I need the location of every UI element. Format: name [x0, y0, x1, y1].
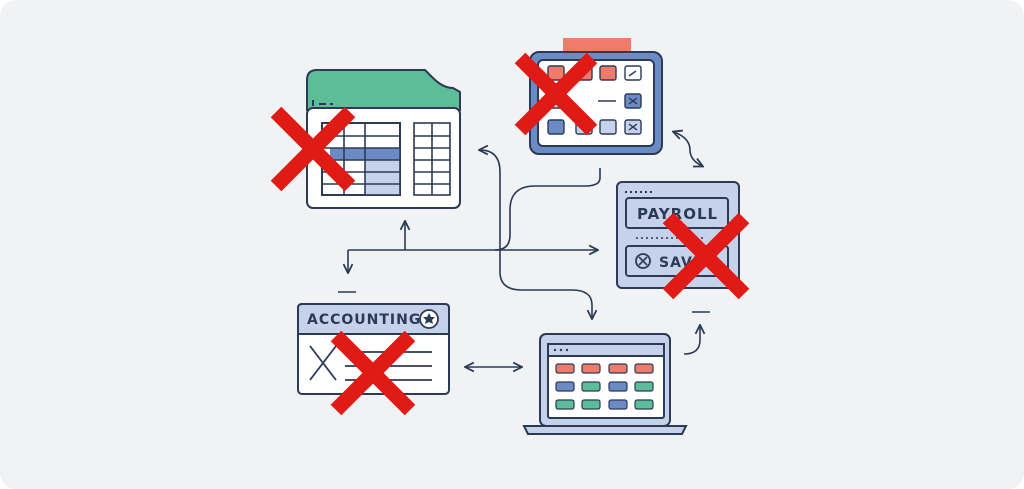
accounting-title: ACCOUNTING — [307, 312, 421, 328]
red-x-cross — [270, 52, 750, 416]
arrow-from-calculator — [494, 168, 601, 251]
red-x-calculator — [514, 52, 598, 136]
arrow-calculator-payroll — [674, 132, 702, 166]
red-x-payroll — [662, 212, 750, 300]
red-x-spreadsheet — [270, 106, 356, 192]
laptop-icon — [522, 333, 688, 435]
connector-arrows — [338, 132, 710, 367]
arrow-spreadsheet-laptop — [480, 150, 592, 318]
payroll-title: PAYROLL — [637, 205, 718, 223]
calculator-icon — [529, 38, 663, 155]
arrow-laptop-payroll — [683, 326, 700, 355]
red-x-accounting — [330, 330, 416, 416]
